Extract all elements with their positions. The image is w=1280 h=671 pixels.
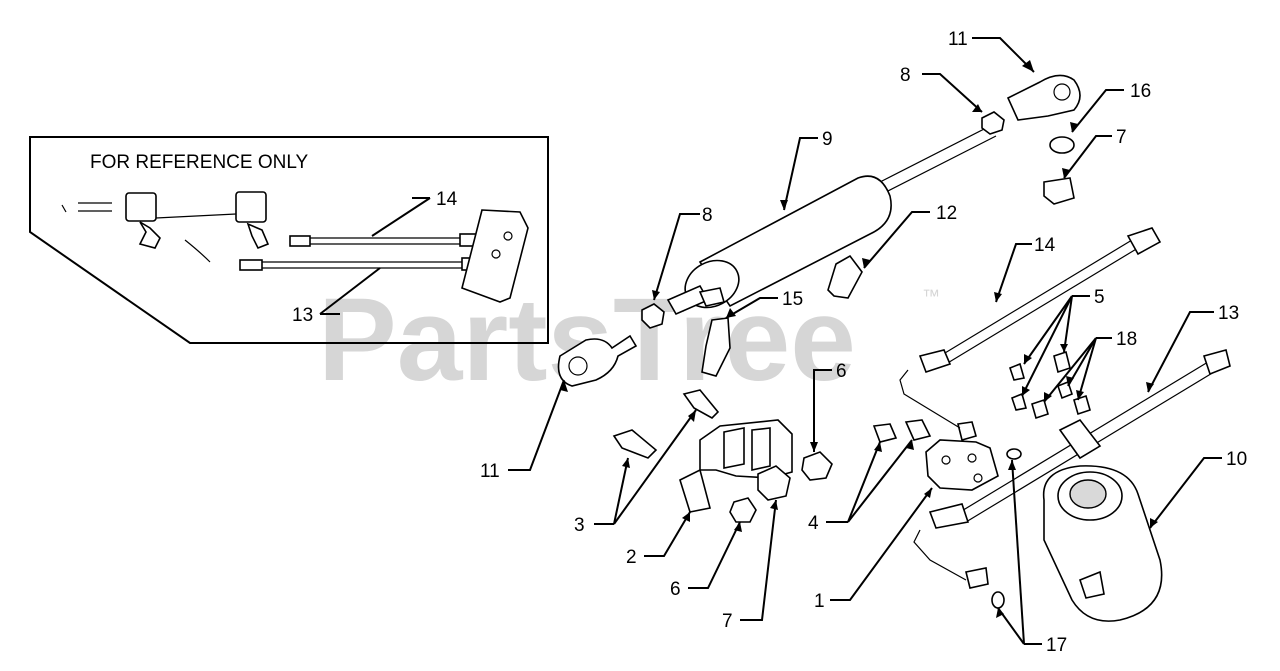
callout-13: 13 [1218,303,1239,324]
fitting-15 [701,317,731,377]
washer [1049,136,1075,154]
callout-11-top: 11 [948,29,968,50]
steering-valve [1042,418,1163,622]
fitting-12 [827,254,863,299]
rod-end-top [1006,74,1081,121]
nut-18b [1073,394,1091,416]
callout-7-lower: 7 [722,611,733,632]
hose-14 [899,227,1162,429]
bolt-3a [682,389,720,419]
callout-11-left: 11 [480,461,500,482]
callout-4: 4 [808,513,819,534]
callout-5: 5 [1094,287,1105,308]
callout-3: 3 [574,515,585,536]
reference-title: FOR REFERENCE ONLY [90,152,309,173]
bolt-5b [1053,350,1071,374]
callout-1: 1 [814,591,825,612]
bolt-5c [1011,392,1028,411]
callout-17: 17 [1046,635,1067,656]
bracket [679,419,793,513]
nut-18a [1031,398,1049,420]
bolt-5a [1009,362,1026,381]
callout-15: 15 [782,289,803,310]
callout-8-top: 8 [900,65,911,86]
nut-6-lower [729,497,757,523]
washer-17b [991,591,1005,609]
bolt-3b [612,429,658,459]
washer-17a [1006,448,1022,460]
leaders [508,37,1222,645]
callout-6-right: 6 [836,361,847,382]
ref-label-14: 14 [436,189,458,210]
nut-7-top [1043,177,1075,205]
callout-14: 14 [1034,235,1056,256]
arrowheads [560,60,1158,618]
callout-8-left: 8 [702,205,713,226]
hydraulic-cylinder [666,125,997,316]
reference-box: FOR REFERENCE ONLY [29,136,549,344]
callout-16: 16 [1130,81,1151,102]
ref-label-13: 13 [292,305,313,326]
ref-leader-13 [319,267,381,315]
nut-7-lower [757,465,791,501]
bracket-plate [925,439,999,491]
bolt-4b [904,419,932,441]
callout-12: 12 [936,203,957,224]
callout-18: 18 [1116,329,1137,350]
fitting-near-plate [957,421,977,441]
callout-2: 2 [626,547,637,568]
callout-6-lower: 6 [670,579,681,600]
callout-7-top: 7 [1116,127,1127,148]
callout-labels: 11 8 16 7 9 8 12 15 14 5 18 13 10 6 11 3… [480,29,1247,656]
watermark-trademark: ™ [922,286,940,306]
nut-left [641,303,665,329]
nut-6-right [801,451,833,481]
ref-leader-14 [371,197,431,237]
nut-top [981,111,1005,135]
callout-9: 9 [822,129,833,150]
callout-10: 10 [1226,449,1247,470]
rod-end-left [557,334,638,387]
bolt-4a [872,423,898,443]
